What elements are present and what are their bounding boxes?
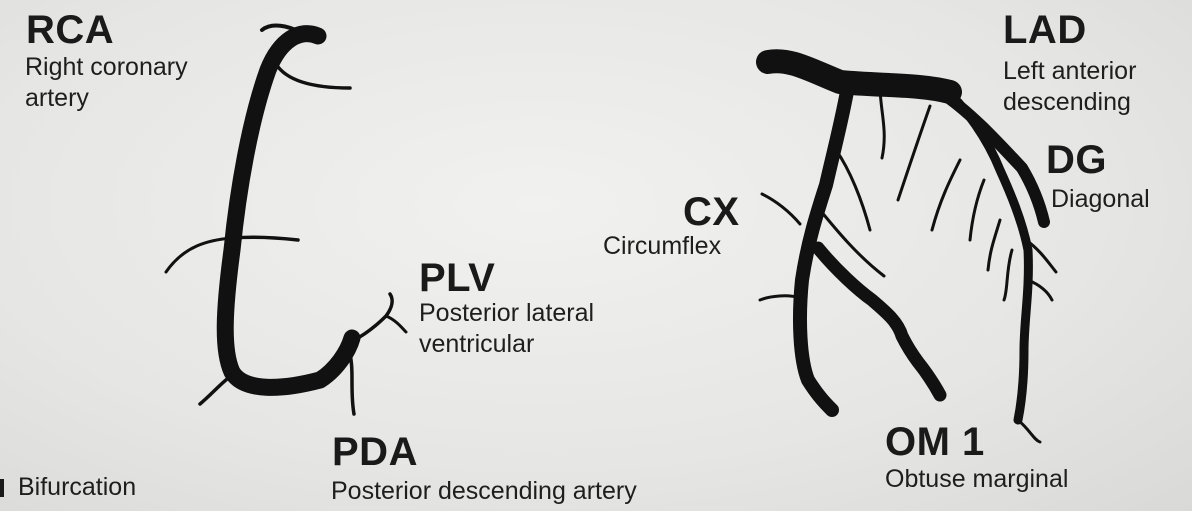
left-coronary-artery [760,61,1056,442]
right-coronary-artery [166,26,406,414]
cx-full-name: Circumflex [603,231,721,262]
om1-full-name: Obtuse marginal [885,464,1068,495]
plv-full-line-1: Posterior lateral [419,298,594,329]
lad-full-line-1: Left anterior [1003,56,1136,87]
bifurcation-icon [0,479,4,497]
lad-full-line-2: descending [1003,87,1136,118]
cx-abbreviation: CX [683,192,740,232]
lad-abbreviation: LAD [1003,10,1087,50]
rca-full-line-2: artery [25,83,188,114]
rca-full-line-1: Right coronary [25,52,188,83]
dg-abbreviation: DG [1046,140,1107,180]
lad-full-name: Left anterior descending [1003,56,1136,118]
dg-full-name: Diagonal [1051,184,1150,215]
pda-abbreviation: PDA [332,432,418,472]
plv-full-name: Posterior lateral ventricular [419,298,594,360]
plv-full-line-2: ventricular [419,329,594,360]
plv-abbreviation: PLV [419,258,495,298]
rca-abbreviation: RCA [26,10,114,50]
pda-full-name: Posterior descending artery [331,476,637,507]
rca-full-name: Right coronary artery [25,52,188,114]
legend-label: Bifurcation [18,473,136,502]
om1-abbreviation: OM 1 [885,422,985,462]
legend: Bifurcation [0,473,136,502]
